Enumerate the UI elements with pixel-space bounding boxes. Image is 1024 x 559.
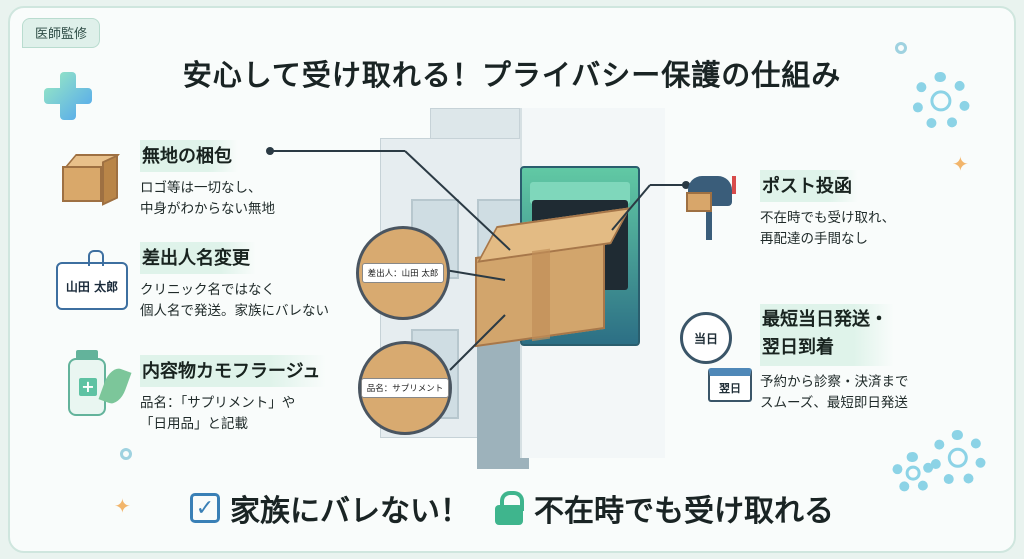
feature-title: 内容物カモフラージュ: [140, 355, 327, 387]
name-tag-icon: 山田 太郎: [56, 250, 128, 310]
item-label-zoom: 品名：サプリメント: [358, 341, 452, 435]
feature-title: 差出人名変更: [140, 242, 256, 274]
mailbox-icon: [682, 172, 742, 242]
circle-decoration: [895, 42, 907, 54]
calendar-icon: 翌日: [708, 368, 752, 402]
feature-desc: 品名：「サプリメント」や 「日用品」と記載: [140, 395, 296, 432]
clock-label: 当日: [693, 331, 718, 346]
mailbox-flap: [530, 182, 630, 204]
gear-icon: [930, 430, 986, 486]
gear-icon: [892, 452, 934, 494]
feature-desc: ロゴ等は一切なし、 中身がわからない無地: [140, 180, 275, 217]
page-title: 安心して受け取れる！プライバシー保護の仕組み: [182, 58, 842, 92]
feature-fast-shipping: 最短当日発送・ 翌日到着 予約から診察・決済まで スムーズ、最短即日発送: [760, 304, 909, 414]
feature-desc: 不在時でも受け取れ、 再配達の手間なし: [760, 210, 896, 247]
supervision-badge: 医師監修: [22, 18, 101, 48]
sparkle-icon: ✦: [114, 494, 131, 518]
sender-label: 差出人：山田 太郎: [361, 263, 445, 283]
stopwatch-icon: 当日: [680, 312, 732, 364]
feature-desc: 予約から診察・決済まで スムーズ、最短即日発送: [760, 374, 909, 411]
feature-title: ポスト投函: [760, 170, 858, 202]
banner-left-text: 家族にバレない！: [230, 494, 470, 529]
item-label: 品名：サプリメント: [360, 378, 450, 398]
parcel-box: [475, 238, 605, 348]
lock-icon: [494, 491, 524, 525]
cardboard-box-icon: [62, 148, 120, 206]
feature-post-delivery: ポスト投函 不在時でも受け取れ、 再配達の手間なし: [760, 170, 895, 250]
calendar-label: 翌日: [719, 382, 741, 395]
supplement-bottle-icon: +: [68, 350, 106, 416]
bottom-banner: ✓ 家族にバレない！ 不在時でも受け取れる: [0, 486, 1024, 530]
feature-camouflage: 内容物カモフラージュ 品名：「サプリメント」や 「日用品」と記載: [140, 355, 327, 435]
feature-desc: クリニック名ではなく 個人名で発送。家族にバレない: [140, 282, 329, 319]
checkbox-icon: ✓: [190, 493, 220, 523]
sender-label-zoom: 差出人：山田 太郎: [356, 226, 450, 320]
feature-title: 最短当日発送・ 翌日到着: [760, 304, 894, 366]
name-tag-text: 山田 太郎: [65, 279, 119, 294]
gear-icon: [912, 72, 970, 130]
feature-plain-packaging: 無地の梱包 ロゴ等は一切なし、 中身がわからない無地: [140, 140, 275, 220]
parcel-tape: [532, 248, 550, 342]
medical-cross-icon: [44, 72, 92, 120]
feature-sender-name: 差出人名変更 クリニック名ではなく 個人名で発送。家族にバレない: [140, 242, 329, 322]
sparkle-icon: ✦: [952, 152, 969, 176]
banner-right-text: 不在時でも受け取れる: [534, 494, 834, 529]
feature-title: 無地の梱包: [140, 140, 238, 172]
circle-decoration: [120, 448, 132, 460]
